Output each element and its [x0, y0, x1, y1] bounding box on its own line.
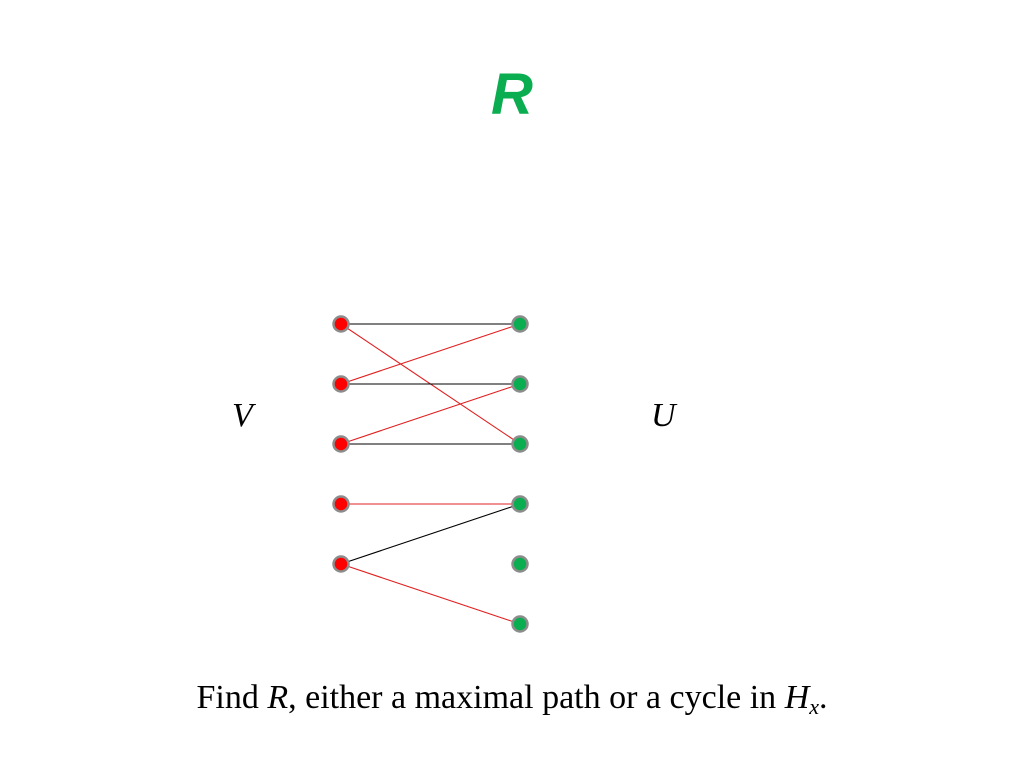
edge-v2-u1 [340, 323, 521, 385]
left-node-2 [332, 375, 350, 393]
right-node-3 [511, 435, 529, 453]
left-node-3 [332, 435, 350, 453]
left-node-5 [332, 555, 350, 573]
right-node-4 [511, 495, 529, 513]
left-node-1 [332, 315, 350, 333]
caption-text-1: Find [196, 679, 268, 716]
caption-var-r: R [267, 679, 289, 716]
left-set-label: V [232, 397, 253, 434]
edge-v3-u2 [340, 383, 521, 445]
right-node-6 [511, 615, 529, 633]
caption-text-2: , either a maximal path or a cycle in [288, 679, 785, 716]
caption-var-h: H [784, 679, 810, 716]
caption: Find R, either a maximal path or a cycle… [0, 676, 1024, 729]
right-node-2 [511, 375, 529, 393]
edges-layer [340, 323, 521, 625]
right-node-1 [511, 315, 529, 333]
right-set-label: U [651, 397, 676, 434]
slide-title: R [491, 62, 533, 127]
edge-v5-u6 [340, 563, 521, 625]
caption-text-3: . [819, 679, 828, 716]
nodes-layer [332, 315, 529, 633]
left-node-4 [332, 495, 350, 513]
right-node-5 [511, 555, 529, 573]
edge-v5-u4 [340, 503, 521, 565]
caption-subscript-x: x [809, 694, 820, 719]
